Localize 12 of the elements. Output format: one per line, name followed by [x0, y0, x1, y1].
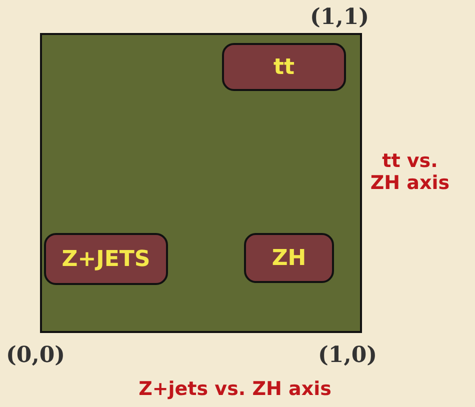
category-label: tt: [273, 54, 295, 80]
category-label: Z+JETS: [62, 246, 150, 272]
corner-coordinate: (0,0): [6, 342, 66, 368]
category-label: ZH: [272, 246, 306, 270]
category-box: [222, 43, 346, 91]
plot-square: [40, 33, 362, 333]
category-box: [44, 233, 168, 285]
axis-label: Z+jets vs. ZH axis: [138, 378, 332, 400]
axis-label: tt vs. ZH axis: [369, 150, 451, 194]
corner-coordinate: (1,0): [318, 342, 378, 368]
category-box: [244, 233, 334, 283]
corner-coordinate: (1,1): [310, 4, 370, 30]
